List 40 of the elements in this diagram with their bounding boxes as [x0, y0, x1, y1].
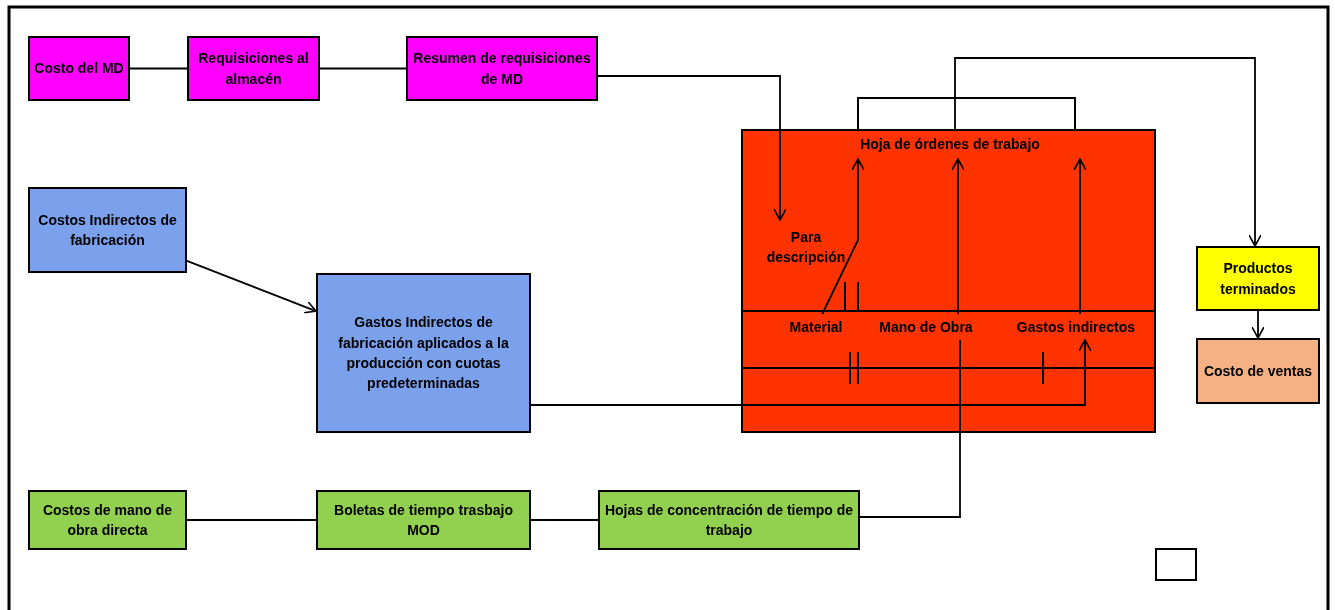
arrow — [530, 339, 1092, 406]
cost-box — [28, 187, 187, 273]
connector-line — [319, 67, 407, 70]
arrow — [1251, 310, 1265, 339]
process-box — [187, 36, 320, 101]
panel-heading: Hoja de órdenes de trabajo — [860, 134, 1040, 154]
column-label: Mano de Obra — [879, 317, 973, 337]
arrow — [597, 75, 787, 221]
process-box — [316, 273, 531, 433]
panel-label: Para descripción — [765, 227, 847, 267]
cost-box — [28, 36, 130, 101]
cost-box — [28, 490, 187, 550]
process-box — [316, 490, 531, 550]
empty-box — [1155, 548, 1197, 581]
box-label: Requisiciones al almacén — [197, 49, 310, 89]
work-order-panel — [741, 129, 1156, 433]
box-label: Costo de ventas — [1203, 361, 1313, 381]
arrow — [186, 260, 317, 314]
connector-line — [129, 67, 188, 70]
connector-line — [186, 519, 317, 521]
product-box — [1196, 246, 1320, 311]
box-label: Costos Indirectos de fabricación — [37, 210, 178, 250]
column-label: Gastos indirectos — [1016, 317, 1136, 337]
process-box — [598, 490, 860, 550]
arrow — [954, 57, 1262, 247]
box-label: Costos de mano de obra directa — [41, 500, 174, 540]
connector-line — [859, 339, 961, 518]
arrow — [1073, 158, 1087, 315]
box-label: Gastos Indirectos de fabricación aplicados a la producción con cuotas predeterminadas — [337, 313, 510, 394]
column-label: Material — [789, 317, 843, 337]
connector-line — [530, 519, 599, 521]
box-label: Productos terminados — [1219, 259, 1297, 299]
process-box — [406, 36, 598, 101]
box-label: Costo del MD — [34, 59, 124, 79]
arrow — [821, 158, 865, 315]
arrow — [951, 158, 965, 315]
cost-box — [1196, 338, 1320, 404]
box-label: Resumen de requisiciones de MD — [412, 49, 592, 89]
box-label: Hojas de concentración de tiempo de trabajo — [603, 500, 855, 540]
box-label: Boletas de tiempo trasbajo MOD — [333, 500, 514, 540]
